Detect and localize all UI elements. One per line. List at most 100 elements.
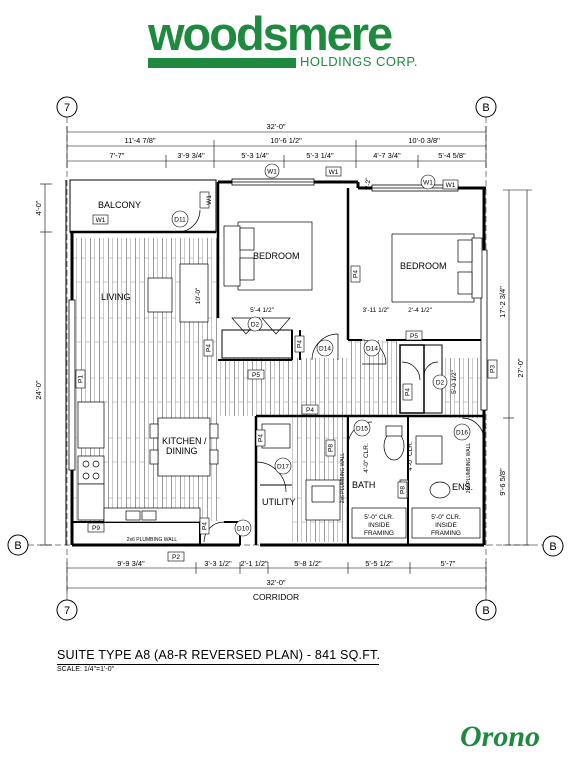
tag-p4-c: P4 xyxy=(297,340,304,348)
left-dimensions: 4'-0" 24'-0" xyxy=(34,183,52,546)
room-labels: BALCONY LIVING KITCHEN / DINING BEDROOM … xyxy=(98,200,473,507)
tag-p4-e: P4 xyxy=(405,388,412,396)
dim-bottom-e: 5'-5 1/2" xyxy=(365,559,393,568)
tag-d14-a: D14 xyxy=(319,346,331,353)
dim-top-right-b: 4'-7 3/4" xyxy=(373,151,401,160)
note-shower-2b: INSIDE xyxy=(435,522,457,529)
note-plumb-3: 2x6 PLUMBING WALL xyxy=(466,443,472,494)
tag-p2: P2 xyxy=(172,554,180,561)
dim-top-mid-b: 5'-3 1/4" xyxy=(241,151,269,160)
room-bedroom-2: BEDROOM xyxy=(400,261,447,271)
note-clr-ens: 4'-0" CLR. xyxy=(407,441,414,471)
tag-w1-circle-b: W1 xyxy=(423,180,433,187)
dim-top-left-a: 11'-4 7/8" xyxy=(124,136,155,145)
dim-top-left-b: 7'-7" xyxy=(110,151,125,160)
note-dim-bed2a: 3'-11 1/2" xyxy=(363,307,391,314)
logo-bar xyxy=(148,58,296,68)
tag-p5-b: P5 xyxy=(410,333,418,340)
tag-p4-a: P4 xyxy=(306,407,314,414)
brand-orono: Orono xyxy=(460,720,541,753)
gridline-bubbles: 7 B 7 B B B xyxy=(7,96,564,621)
dim-top-left-c: 3'-9 3/4" xyxy=(177,151,205,160)
dim-top-right-c: 5'-4 5/8" xyxy=(438,151,466,160)
suite-title: SUITE TYPE A8 (A8-R REVERSED PLAN) - 841… xyxy=(57,648,381,662)
note-shower-1a: 5'-0" CLR. xyxy=(364,514,394,521)
top-dimensions: 32'-0" 11'-4 7/8" 10'-6 1/2" 10'-0 3/8" … xyxy=(66,122,487,168)
room-balcony: BALCONY xyxy=(98,200,141,210)
tag-p1: P1 xyxy=(78,375,85,383)
tag-d2-a: D2 xyxy=(251,322,260,329)
tag-p8-a: P8 xyxy=(328,444,335,452)
note-dim-small: 5'-0 1/2" xyxy=(451,369,458,393)
dim-top-right-a: 10'-0 3/8" xyxy=(408,136,440,145)
tag-d10: D10 xyxy=(237,526,249,533)
grid-7-top: 7 xyxy=(64,102,70,114)
dim-bottom-overall: 32'-0" xyxy=(266,578,285,587)
note-dim-vert: 10'-0" xyxy=(195,287,202,304)
logo-subtitle: HOLDINGS CORP. xyxy=(300,54,419,69)
grid-b-right: B xyxy=(549,541,556,553)
dim-top-mid-c: 5'-3 1/4" xyxy=(306,151,334,160)
tag-d16: D16 xyxy=(456,430,468,437)
room-ens: ENS. xyxy=(452,482,473,492)
dim-left-top: 4'-0" xyxy=(34,200,43,215)
ens-vanity xyxy=(415,435,443,465)
windows xyxy=(68,178,488,471)
note-dim-bed1: 5'-4 1/2" xyxy=(250,307,274,314)
label-corridor: CORRIDOR xyxy=(253,592,299,602)
bottom-dimensions: 9'-9 3/4" 3'-3 1/2" 2'-1 1/2" 5'-8 1/2" … xyxy=(66,559,487,602)
note-shower-2c: FRAMING xyxy=(431,530,461,537)
note-shower-1b: INSIDE xyxy=(368,522,390,529)
dim-top-mid-a: 10'-6 1/2" xyxy=(270,136,302,145)
tag-w1-circle-a: W1 xyxy=(267,169,277,176)
fridge xyxy=(77,401,105,449)
tag-p4-d: P4 xyxy=(353,270,360,278)
note-shower-1c: FRAMING xyxy=(364,530,394,537)
tag-w1-a: W1 xyxy=(329,169,339,176)
note-plumb-2: 2x6 PLUMBING WALL xyxy=(340,453,346,504)
component-tags: W1 W1 W1 W1 W1 W1 D11 D2 D2 D14 D14 D15 … xyxy=(75,163,498,562)
room-bedroom-1: BEDROOM xyxy=(253,251,300,261)
grid-7-bottom: 7 xyxy=(64,605,70,617)
tag-w1-b: W1 xyxy=(446,182,456,189)
note-dim-small2: 1'-2" xyxy=(365,177,372,191)
tag-p3: P3 xyxy=(490,365,497,373)
dim-bottom-c: 2'-1 1/2" xyxy=(240,559,268,568)
dim-bottom-d: 5'-8 1/2" xyxy=(294,559,322,568)
dining-table xyxy=(157,417,211,477)
notes: 4'-0" CLR. 4'-0" CLR. 5'-0" CLR. INSIDE … xyxy=(127,177,472,543)
dim-bottom-f: 5'-7" xyxy=(441,559,456,568)
dim-right-upper: 17'-2 3/4" xyxy=(498,286,507,318)
scale-note: SCALE: 1/4"=1'-0" xyxy=(57,666,115,673)
logo-wordmark: woodsmere xyxy=(148,7,393,60)
tag-p4-f: P4 xyxy=(258,434,265,442)
tag-p4-g: P4 xyxy=(202,522,209,530)
note-plumb-1: 2x6 PLUMBING WALL xyxy=(127,537,178,543)
ens-shower xyxy=(411,507,481,539)
right-dimensions: 27'-0" 17'-2 3/4" 9'-6 5/8" xyxy=(498,189,532,546)
room-living: LIVING xyxy=(101,292,131,302)
dim-left-main: 24'-0" xyxy=(34,380,43,399)
tag-w1-balcony: W1 xyxy=(96,217,106,224)
room-kitchen: KITCHEN / xyxy=(162,436,207,446)
room-bath: BATH xyxy=(352,480,375,490)
bath-shower xyxy=(351,507,407,539)
range xyxy=(77,455,105,485)
tag-p4-b: P4 xyxy=(206,344,213,352)
tag-d11: D11 xyxy=(174,217,186,224)
grid-b-left: B xyxy=(14,540,21,552)
coffee-table xyxy=(147,277,173,313)
title-rule xyxy=(57,664,379,665)
note-shower-2a: 5'-0" CLR. xyxy=(431,514,461,521)
dim-top-overall: 32'-0" xyxy=(266,122,285,131)
room-utility: UTILITY xyxy=(262,497,296,507)
hvac xyxy=(261,423,291,449)
room-dining: DINING xyxy=(166,446,198,456)
dim-right-overall: 27'-0" xyxy=(516,358,525,377)
tag-p9: P9 xyxy=(92,525,100,532)
grid-b-top: B xyxy=(482,102,489,114)
tag-d15: D15 xyxy=(356,426,368,433)
grid-b-bottom: B xyxy=(482,605,489,617)
tag-p8-b: P8 xyxy=(400,486,407,494)
